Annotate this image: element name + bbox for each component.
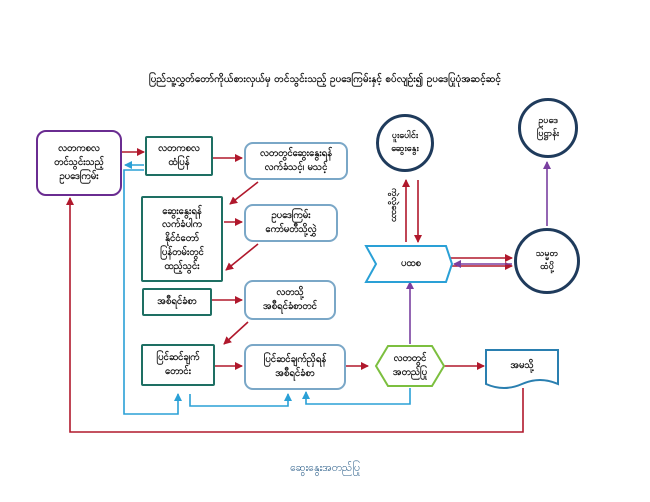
report-label: အစီရင်ခံစာ [157,296,197,308]
chair-label: လတကစလ ထံပြန် [158,143,200,168]
arrow-left-loop [123,169,182,415]
president-circle: သမ္မတ ထံပို့ [514,228,580,294]
arrow-committee-to-report [225,243,259,271]
joint-node: ပထစ [376,246,446,282]
chair-box: လတကစလ ထံပြန် [145,136,213,176]
upper-label: အမသို့ [510,360,534,371]
discuss-accept-label: လတတွင်ဆွေးနွေးရန် လက်ခံသင့်၊ မသင့် [259,148,333,173]
report-box: အစီရင်ခံစာ [142,288,212,316]
mp-bill-label: လတကစလ တင်သွင်းသည့် ဥပဒေကြမ်း [54,143,104,182]
amend-box: ပြင်ဆင်ချက် တောင်း [141,344,215,386]
amend-report-box: ပြင်ဆင်ချက်ညှိရန် အစီရင်ခံစာ [244,344,346,390]
president-label: သမ္မတ ထံပို့ [535,248,559,272]
upper-node: အမသို့ [486,352,558,380]
arrow-approve-loop [302,388,411,405]
house-approve-node: လတတွင် အတည်ပြု [376,346,444,386]
to-house-label: လတသို့ အစီရင်ခံစာတင် [263,287,317,312]
footer-label: ဆွေးနွေးအတည်ပြု [290,462,360,474]
arrow-accept-to-publish [229,181,259,205]
upper-shape [485,349,559,389]
joint-discuss-circle: ပူးပေါင်း ဆွေးနွေး [376,114,434,172]
amend-label: ပြင်ဆင်ချက် တောင်း [156,352,200,377]
law-label: ဥပဒေ ပြဋ္ဌာန်း [536,115,560,139]
publish-box: ဆွေးနွေးရန် လက်ခံပါက နိုင်ငံတော် ပြန်တမ်… [141,196,223,282]
bill-committee-label: ဥပဒေကြမ်း ကော်မတီသို့လွှဲ [265,210,317,235]
amend-report-label: ပြင်ဆင်ချက်ညှိရန် အစီရင်ခံစာ [263,354,327,379]
page-title: ပြည်သူ့လွှတ်တော်ကိုယ်စားလှယ်မှ တင်သွင်းသ… [149,74,501,85]
law-circle: ဥပဒေ ပြဋ္ဌာန်း [518,98,578,158]
mp-bill-box: လတကစလ တင်သွင်းသည့် ဥပဒေကြမ်း [36,130,122,196]
arrow-house-to-amend [223,321,249,345]
arrow-upper-return [66,197,524,433]
publish-label: ဆွေးနွေးရန် လက်ခံပါက နိုင်ငံတော် ပြန်တမ်… [160,205,204,272]
approve-shape [374,345,446,387]
bill-committee-box: ဥပဒေကြမ်း ကော်မတီသို့လွှဲ [244,204,338,242]
to-house-box: လတသို့ အစီရင်ခံစာတင် [244,280,336,320]
joint-shape [364,245,454,283]
joint-discuss-label: ပူးပေါင်း ဆွေးနွေး [391,130,419,154]
joint-label: ပထစ [401,258,421,269]
discuss-accept-box: လတတွင်ဆွေးနွေးရန် လက်ခံသင့်၊ မသင့် [244,142,348,180]
disagree-label: ကွဲလွဲသော [389,188,399,223]
house-approve-label: လတတွင် အတည်ပြု [392,353,428,378]
arrow-bottom-loop [189,393,292,407]
